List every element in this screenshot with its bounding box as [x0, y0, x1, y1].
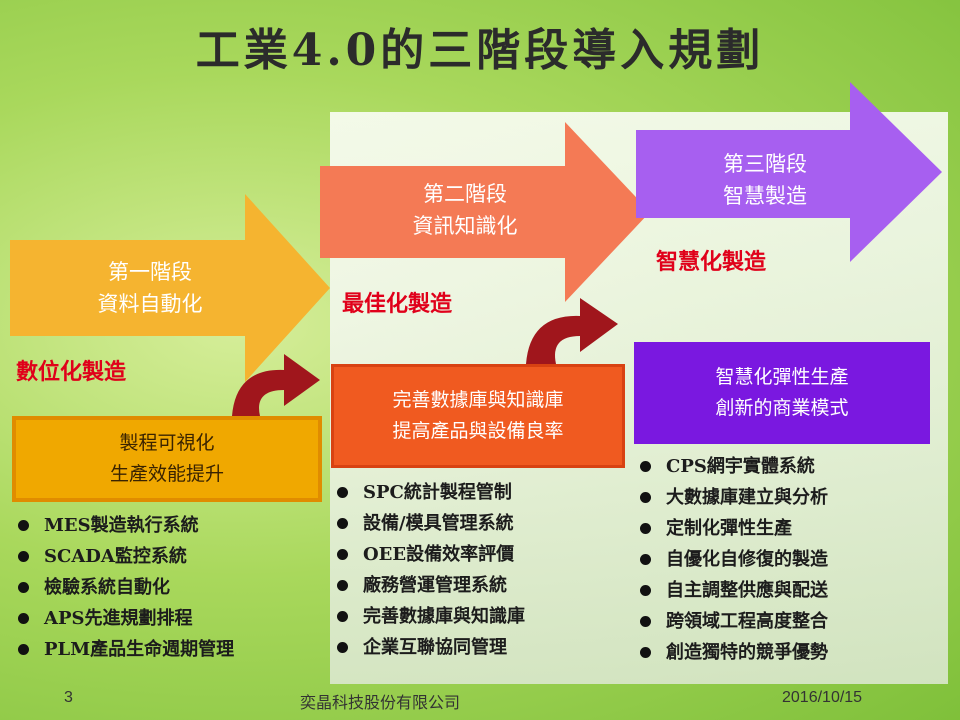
stage1-goal-box: 製程可視化 生產效能提升 — [12, 416, 322, 502]
list-item: 大數據庫建立與分析 — [636, 482, 828, 513]
list-item: 定制化彈性生產 — [636, 513, 828, 544]
stage3-arrow-label: 第三階段 智慧製造 — [650, 148, 880, 212]
list-item: CPS網宇實體系統 — [636, 451, 828, 482]
list-item: SPC統計製程管制 — [333, 477, 525, 508]
stage3-item-list: CPS網宇實體系統 大數據庫建立與分析 定制化彈性生產 自優化自修復的製造 自主… — [636, 451, 828, 668]
stage3-goal-line: 創新的商業模式 — [715, 397, 849, 419]
stage1-goal-line: 製程可視化 — [119, 432, 215, 454]
stage2-goal-line: 提高產品與設備良率 — [392, 420, 564, 442]
page-number: 3 — [64, 689, 73, 706]
stage3-arrow — [636, 82, 942, 262]
stage3-subtitle: 智慧製造 — [723, 184, 807, 208]
stage1-name: 第一階段 — [108, 260, 192, 284]
page-title: 工業4.0的三階段導入規劃 — [195, 25, 765, 76]
stage3-label: 智慧化製造 — [656, 249, 767, 275]
list-item: 創造獨特的競爭優勢 — [636, 637, 828, 668]
stage2-goal-box: 完善數據庫與知識庫 提高產品與設備良率 — [331, 364, 625, 468]
stage2-arrow — [320, 122, 650, 302]
stage2-goal-line: 完善數據庫與知識庫 — [392, 389, 564, 411]
stage1-label: 數位化製造 — [16, 359, 127, 385]
stage2-subtitle: 資訊知識化 — [412, 214, 518, 238]
connector-arrow-1 — [232, 354, 320, 416]
list-item: 企業互聯協同管理 — [333, 632, 525, 663]
list-item: 自主調整供應與配送 — [636, 575, 828, 606]
footer-date: 2016/10/15 — [782, 689, 863, 706]
stage2-arrow-label: 第二階段 資訊知識化 — [340, 178, 590, 242]
list-item: 自優化自修復的製造 — [636, 544, 828, 575]
list-item: 完善數據庫與知識庫 — [333, 601, 525, 632]
connector-arrow-2 — [526, 298, 618, 364]
list-item: 跨領域工程高度整合 — [636, 606, 828, 637]
stage1-arrow-label: 第一階段 資料自動化 — [20, 256, 280, 320]
stage3-name: 第三階段 — [723, 152, 807, 176]
list-item: PLM產品生命週期管理 — [14, 634, 234, 665]
stage2-item-list: SPC統計製程管制 設備/模具管理系統 OEE設備效率評價 廠務營運管理系統 完… — [333, 477, 525, 663]
list-item: 廠務營運管理系統 — [333, 570, 525, 601]
stage1-item-list: MES製造執行系統 SCADA監控系統 檢驗系統自動化 APS先進規劃排程 PL… — [14, 510, 234, 665]
list-item: SCADA監控系統 — [14, 541, 234, 572]
stage2-name: 第二階段 — [423, 182, 507, 206]
stage3-goal-box: 智慧化彈性生產 創新的商業模式 — [634, 342, 930, 444]
list-item: 檢驗系統自動化 — [14, 572, 234, 603]
stage1-subtitle: 資料自動化 — [97, 292, 203, 316]
list-item: 設備/模具管理系統 — [333, 508, 525, 539]
list-item: APS先進規劃排程 — [14, 603, 234, 634]
stage1-arrow — [10, 194, 330, 382]
list-item: MES製造執行系統 — [14, 510, 234, 541]
list-item: OEE設備效率評價 — [333, 539, 525, 570]
stage1-goal-line: 生產效能提升 — [109, 463, 224, 485]
stage3-goal-line: 智慧化彈性生產 — [715, 366, 849, 388]
stage2-label: 最佳化製造 — [342, 291, 453, 317]
footer-company: 奕晶科技股份有限公司 — [300, 695, 461, 712]
